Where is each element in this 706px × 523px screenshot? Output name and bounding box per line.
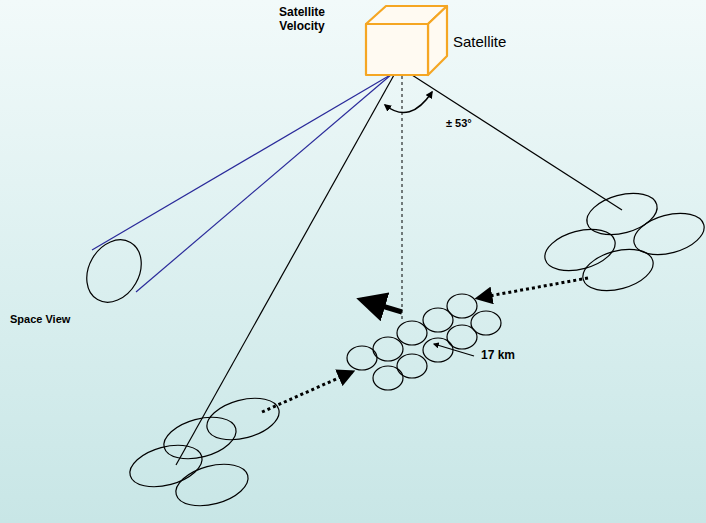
dimension-label: 17 km — [481, 349, 515, 363]
space-view-aperture — [76, 230, 152, 312]
scan-ray — [412, 75, 622, 210]
footprint-cluster — [540, 186, 706, 297]
footprint-cluster — [125, 391, 283, 513]
velocity-arrow — [362, 300, 402, 312]
velocity-label: Satellite Velocity — [262, 6, 342, 34]
space-view-ray — [136, 74, 392, 292]
scan-direction-arrow — [478, 278, 588, 298]
scan-direction-arrow — [262, 372, 352, 412]
space-view-label: Space View — [10, 313, 70, 326]
space-view-ray — [92, 74, 392, 250]
angle-label: ± 53° — [446, 117, 472, 130]
angle-arc — [385, 92, 432, 113]
nadir-footprints — [347, 294, 501, 390]
satellite-label: Satellite — [453, 33, 506, 50]
scan-ray — [176, 75, 394, 465]
satellite-body — [366, 6, 447, 75]
dimension-leader — [434, 344, 474, 356]
